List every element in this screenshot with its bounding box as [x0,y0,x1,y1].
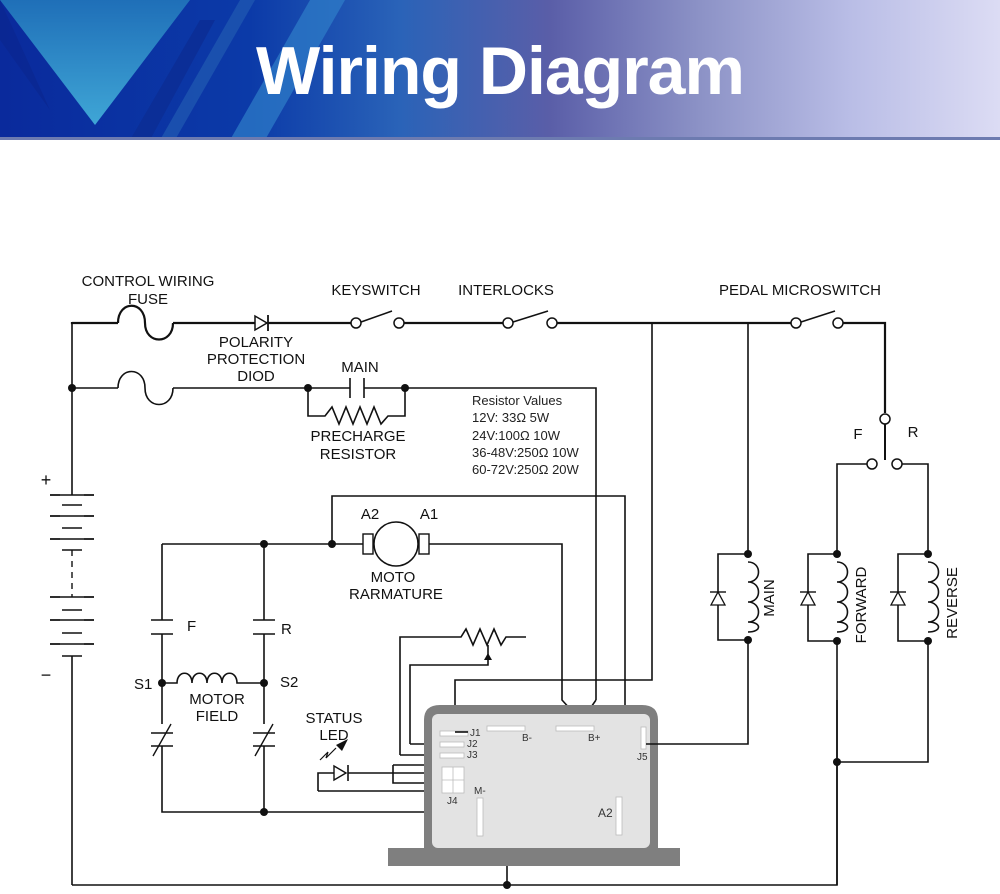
pedal-microswitch-icon[interactable] [790,310,844,329]
wire-r-reverse [902,463,929,554]
resistor-row: 60-72V:250Ω 20W [472,462,580,477]
status-led-icon [319,739,349,782]
label-main-contact: MAIN [341,359,379,376]
label-status-led: LED [319,727,348,744]
page-title: Wiring Diagram [256,33,745,109]
battery-cells [50,494,94,675]
label-coil-forward: FORWARD [853,567,870,644]
wire-f-forward [836,463,867,554]
label-interlocks: INTERLOCKS [458,282,554,299]
banner-graphics [0,0,345,140]
main-coil-icon [709,550,760,644]
terminal-j2: J2 [467,739,478,750]
label-a2: A2 [361,506,379,523]
resistor-row: 24V:100Ω 10W [472,428,561,443]
wire-pedal-fr [843,321,887,413]
motor-armature-icon [362,521,430,567]
label-armature: RARMATURE [349,586,443,603]
label-precharge: RESISTOR [320,446,397,463]
label-fr-r: R [908,424,919,441]
label-precharge: PRECHARGE [310,428,405,445]
label-diode: DIOD [237,368,275,385]
label-keyswitch: KEYSWITCH [331,282,420,299]
label-motor-field: FIELD [196,708,239,725]
label-pedal-microswitch: PEDAL MICROSWITCH [719,282,881,299]
label-control-fuse: CONTROL WIRING [82,273,215,290]
terminal-j1: J1 [470,728,481,739]
header-banner: Wiring Diagram [0,0,1000,140]
label-fr-f: F [853,426,862,443]
resistor-values-table: Resistor Values 12V: 33Ω 5W 24V:100Ω 10W… [472,393,580,477]
banner-triangle-shape [0,0,190,125]
motor-field-coil [162,672,264,684]
label-battery-minus: − [41,665,52,685]
terminal-j3: J3 [467,750,478,761]
wire-j5-main [646,640,749,745]
label-status-led: STATUS [306,710,363,727]
interlocks-switch-icon[interactable] [502,310,558,329]
label-coil-main: MAIN [761,579,778,617]
terminal-j5: J5 [637,752,648,763]
banner-divider [0,137,1000,140]
terminal-b-plus: B+ [588,733,601,744]
wire-m-minus [161,746,480,813]
motor-controller [388,705,680,866]
resistor-table-title: Resistor Values [472,393,563,408]
label-motor-field: MOTOR [189,691,245,708]
label-a1: A1 [420,506,438,523]
main-contact-icon [349,378,365,398]
label-control-fuse: FUSE [128,291,168,308]
label-diode: PROTECTION [207,351,305,368]
label-coil-reverse: REVERSE [944,567,961,639]
terminal-b-minus: B- [522,733,532,744]
polarity-diode-icon [254,314,269,332]
main-fuse-symbol [117,370,174,406]
control-fuse-symbol [116,304,175,341]
wire-top-left [70,321,118,325]
keyswitch-icon[interactable] [350,310,405,329]
label-s2: S2 [280,674,298,691]
wire-a1-bplus [429,543,597,727]
label-contact-f: F [187,618,196,635]
wire-j1 [454,323,653,732]
precharge-resistor-symbol [307,388,406,427]
fr-switch-icon[interactable] [866,413,903,470]
forward-coil-icon [799,550,849,645]
resistor-row: 36-48V:250Ω 10W [472,445,580,460]
wire-pot-wiper [409,645,489,744]
terminal-j4: J4 [447,796,458,807]
label-diode: POLARITY [219,334,293,351]
terminal-a2: A2 [598,806,613,820]
throttle-potentiometer [399,627,526,755]
reverse-coil-icon [889,550,940,645]
wire-main-bplus [405,387,597,700]
label-contact-r: R [281,621,292,638]
resistor-row: 12V: 33Ω 5W [472,410,550,425]
label-armature: MOTO [371,569,416,586]
label-s1: S1 [134,676,152,693]
terminal-m-minus: M- [474,786,486,797]
label-battery-plus: + [41,470,52,490]
